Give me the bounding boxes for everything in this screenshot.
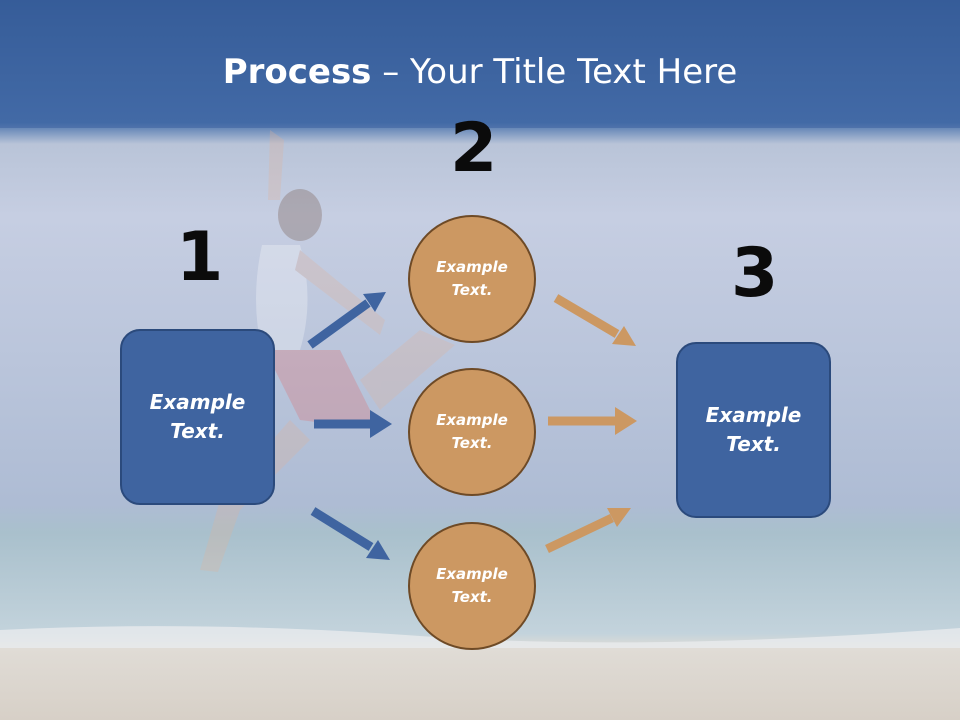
step-3-number: 3 [731,234,779,313]
jumping-person-figure [200,130,455,572]
step-1-number: 1 [176,218,224,297]
slide-title: Process – Your Title Text Here [0,52,960,92]
circle-bottom-text: Example Text. [436,565,508,606]
step-3-box[interactable]: Example Text. [676,342,831,518]
title-strong: Process [222,52,372,92]
blue-arrow-down [310,507,390,560]
orange-arrow-right [548,407,637,435]
step-2-number: 2 [450,109,498,188]
orange-arrow-up [545,508,631,554]
circle-middle-text: Example Text. [436,411,508,452]
circle-top-text: Example Text. [436,258,508,299]
blue-arrow-right [314,410,392,438]
step-1-text: Example Text. [149,390,246,443]
title-rest: – Your Title Text Here [371,52,738,92]
step-2-circle-middle[interactable]: Example Text. [408,368,536,496]
step-3-text: Example Text. [705,403,802,456]
step-2-circle-bottom[interactable]: Example Text. [408,522,536,650]
step-2-circle-top[interactable]: Example Text. [408,215,536,343]
blue-arrow-up [307,292,386,349]
step-1-box[interactable]: Example Text. [120,329,275,505]
orange-arrow-down [553,294,636,346]
